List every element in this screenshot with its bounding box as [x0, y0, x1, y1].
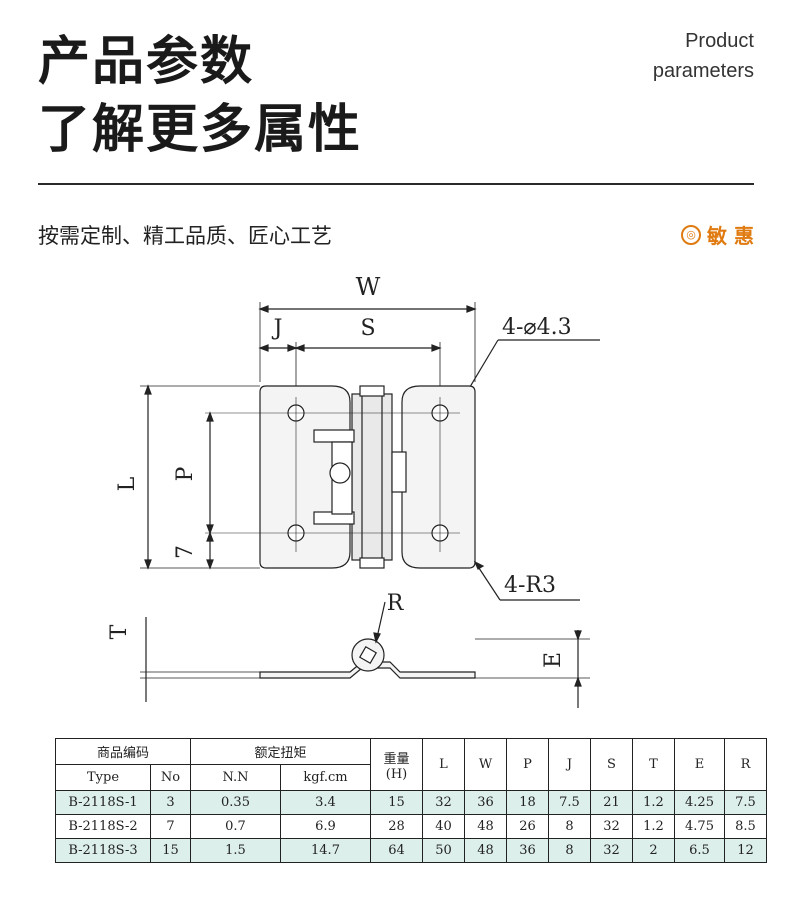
header-no: No — [150, 764, 191, 791]
dim-label-p: P — [173, 466, 198, 481]
brand-name: 敏 惠 — [707, 224, 754, 248]
specification-table: 商品编码 额定扭矩 重量 (H) L W P J S T E R Type No… — [55, 738, 767, 863]
header-dim: T — [632, 738, 675, 791]
table-cell: 0.35 — [190, 790, 281, 815]
dim-label-t: T — [107, 624, 132, 639]
table-cell: 21 — [590, 790, 633, 815]
table-cell: 6.9 — [280, 814, 371, 839]
table-cell: B-2118S-2 — [55, 814, 151, 839]
dim-label-j: J — [272, 316, 283, 341]
header-torque-group: 额定扭矩 — [190, 738, 371, 765]
header-dim: E — [674, 738, 725, 791]
brand-logo-icon: ◎ — [681, 224, 702, 245]
table-cell: 48 — [464, 814, 507, 839]
table-cell: 4.75 — [674, 814, 725, 839]
header-weight-label: 重量 — [383, 751, 410, 767]
page-title-line-2: 了解更多属性 — [38, 100, 363, 160]
table-cell: 18 — [506, 790, 549, 815]
table-cell: 0.7 — [190, 814, 281, 839]
table-cell: 3.4 — [280, 790, 371, 815]
header-divider — [38, 183, 754, 185]
hinge-technical-drawing: W J S 4-⌀4.3 L P 7 — [107, 273, 600, 708]
english-title-line-2: parameters — [652, 60, 754, 82]
table-cell: 32 — [422, 790, 465, 815]
header-dim: S — [590, 738, 633, 791]
table-cell: 7.5 — [724, 790, 767, 815]
table-cell: 15 — [150, 838, 191, 863]
dim-label-r: R — [387, 591, 405, 616]
dim-label-e: E — [541, 652, 566, 668]
table-cell: 8.5 — [724, 814, 767, 839]
table-cell: B-2118S-3 — [55, 838, 151, 863]
hole-callout-label: 4-⌀4.3 — [502, 315, 572, 340]
header-dim: L — [422, 738, 465, 791]
header-dim: J — [548, 738, 591, 791]
table-cell: 28 — [370, 814, 423, 839]
table-cell: 36 — [506, 838, 549, 863]
dim-label-s: S — [360, 316, 375, 341]
table-cell: 15 — [370, 790, 423, 815]
header-weight: 重量 (H) — [370, 738, 423, 791]
table-cell: 12 — [724, 838, 767, 863]
english-title-line-1: Product — [685, 30, 754, 52]
dim-label-l: L — [115, 476, 140, 491]
table-cell: 6.5 — [674, 838, 725, 863]
table-cell: 32 — [590, 838, 633, 863]
table-cell: 40 — [422, 814, 465, 839]
header-dim: P — [506, 738, 549, 791]
header-dim: R — [724, 738, 767, 791]
table-cell: 36 — [464, 790, 507, 815]
table-cell: 8 — [548, 814, 591, 839]
header-kgfcm: kgf.cm — [280, 764, 371, 791]
table-cell: 1.2 — [632, 814, 675, 839]
table-cell: B-2118S-1 — [55, 790, 151, 815]
radius-callout-label: 4-R3 — [504, 573, 556, 598]
header-type: Type — [55, 764, 151, 791]
header-dim: W — [464, 738, 507, 791]
header-nn: N.N — [190, 764, 281, 791]
table-cell: 3 — [150, 790, 191, 815]
table-cell: 8 — [548, 838, 591, 863]
table-cell: 64 — [370, 838, 423, 863]
table-cell: 14.7 — [280, 838, 371, 863]
table-cell: 1.2 — [632, 790, 675, 815]
subtitle: 按需定制、精工品质、匠心工艺 — [38, 224, 332, 248]
table-cell: 32 — [590, 814, 633, 839]
header-code-group: 商品编码 — [55, 738, 191, 765]
dim-label-7: 7 — [173, 545, 198, 559]
table-cell: 26 — [506, 814, 549, 839]
table-cell: 50 — [422, 838, 465, 863]
table-cell: 1.5 — [190, 838, 281, 863]
table-cell: 2 — [632, 838, 675, 863]
dim-label-w: W — [356, 273, 381, 301]
brand-logo: ◎ 敏 惠 — [681, 220, 754, 249]
page-title-line-1: 产品参数 — [38, 32, 255, 92]
table-cell: 48 — [464, 838, 507, 863]
table-cell: 4.25 — [674, 790, 725, 815]
table-cell: 7 — [150, 814, 191, 839]
header-weight-unit: (H) — [385, 766, 408, 782]
table-cell: 7.5 — [548, 790, 591, 815]
hinge-side-view: R T E — [107, 591, 590, 708]
